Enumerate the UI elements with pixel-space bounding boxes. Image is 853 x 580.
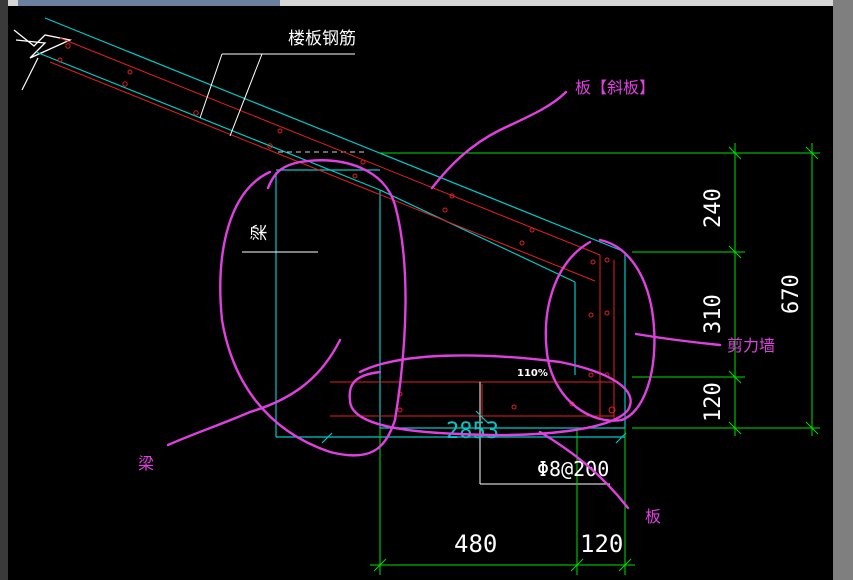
beam-label-cad: 梁 [250,224,270,241]
annotation-shear-wall: 剪力墙 [727,336,775,355]
dim-670: 670 [779,274,804,314]
drawing-canvas[interactable]: 楼板钢筋 梁 110% 2853 Φ8@200 240 310 120 670 … [8,6,833,580]
rebar-label: 楼板钢筋 [288,29,356,49]
annotation-beam-leader [166,338,342,447]
annotation-slab-oval [348,354,632,437]
annotation-wall-leader [634,332,722,347]
percentage-label: 110% [517,368,548,379]
window-title-bar [0,0,853,6]
cad-drawing: 楼板钢筋 梁 110% 2853 Φ8@200 240 310 120 670 … [13,17,820,575]
break-line-tail [21,57,39,91]
annotation-slab: 板 [645,507,661,526]
span-label: 2853 [446,419,499,444]
annotation-slope-slab: 板【斜板】 [575,78,655,97]
rebar-lines [49,37,615,420]
annotation-beam: 梁 [138,454,154,473]
dimension-lines [370,143,820,575]
annotation-wall-circle [544,238,656,422]
annotation-slopeslab-leader [430,90,568,190]
left-border [0,0,8,580]
rebar-spec: Φ8@200 [537,457,609,481]
right-scrollbar[interactable] [833,0,853,580]
annotation-beam-circle [219,159,407,457]
dim-120-bottom: 120 [580,530,623,558]
break-line-symbol [13,29,73,59]
dim-480: 480 [454,530,497,558]
dim-310: 310 [701,294,726,334]
title-bar-tab[interactable] [18,0,280,10]
annotation-strokes [166,90,722,510]
annotation-slab-leader [538,430,630,510]
dim-120-right: 120 [701,382,726,422]
slope-slab-outline [35,17,626,438]
leader-lines [199,53,610,485]
cyan-markers [321,410,627,444]
dim-240: 240 [701,188,726,228]
